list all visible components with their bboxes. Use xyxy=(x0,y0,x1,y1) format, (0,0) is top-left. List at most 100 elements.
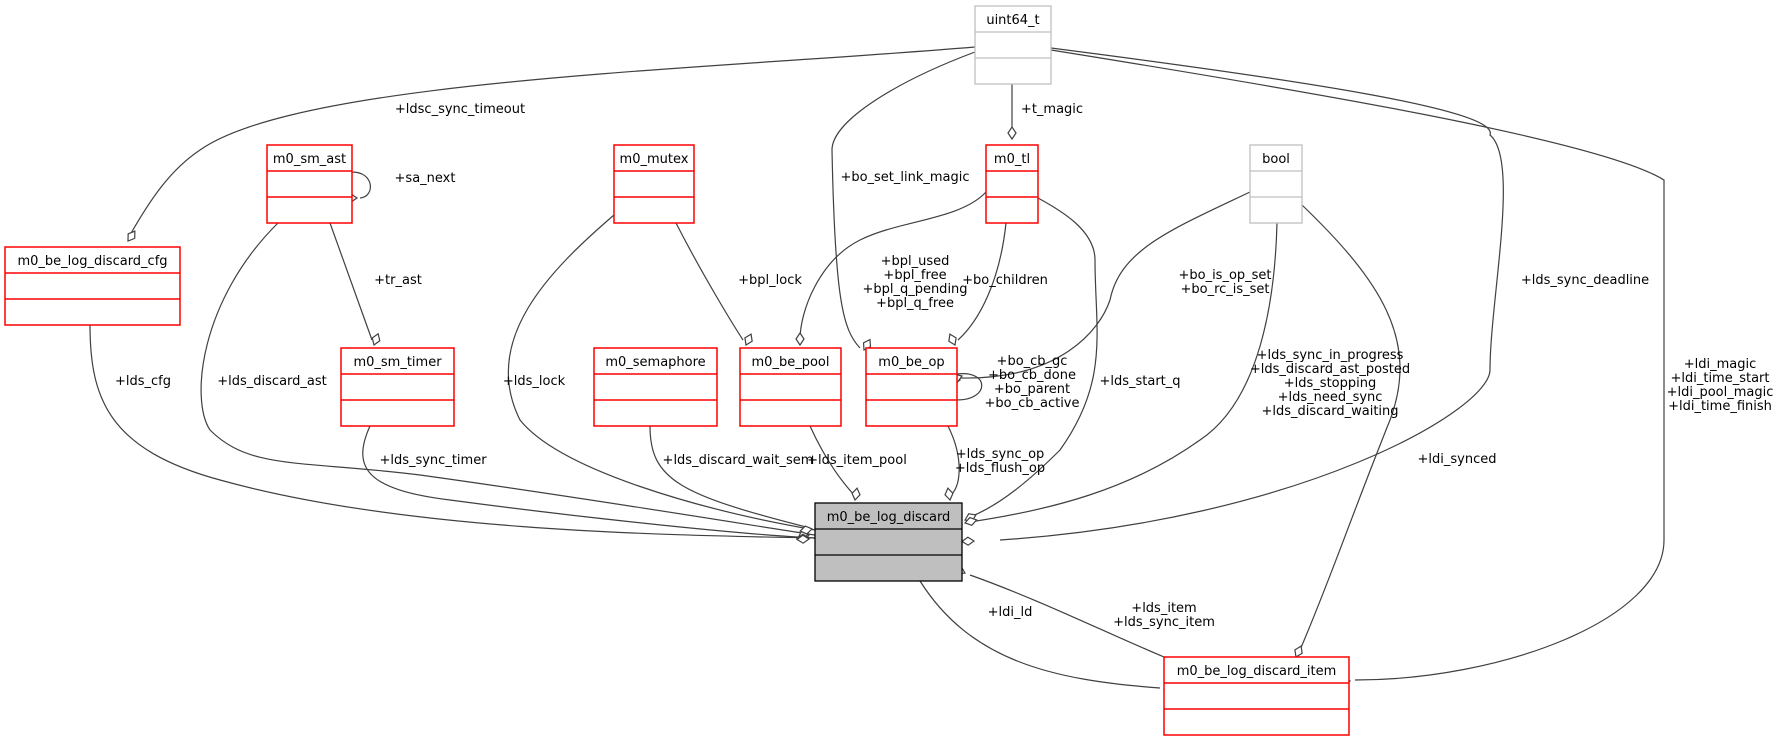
aggregation-diamond-icon xyxy=(744,333,753,346)
edge-label: +ldsc_sync_timeout xyxy=(395,102,525,117)
aggregation-diamond-icon xyxy=(799,525,814,535)
class-box[interactable] xyxy=(593,347,718,427)
class-name: m0_be_log_discard_item xyxy=(1177,664,1337,679)
class-box[interactable] xyxy=(814,502,963,582)
edge-line xyxy=(969,197,1098,518)
aggregation-diamond-icon xyxy=(1294,645,1303,658)
edge-label: +bpl_free xyxy=(883,268,946,283)
edge-line xyxy=(969,222,1278,523)
edge-label: +ldi_time_finish xyxy=(1668,399,1772,414)
class-name: m0_be_log_discard xyxy=(827,510,951,525)
class-node-m0_tl[interactable]: m0_tl xyxy=(985,144,1039,224)
edge-label: +bo_children xyxy=(962,273,1048,288)
class-name: m0_sm_timer xyxy=(353,355,442,370)
edge-label: +lds_discard_waiting xyxy=(1261,404,1398,419)
class-box[interactable] xyxy=(4,246,181,326)
aggregation-diamond-icon xyxy=(851,487,861,502)
class-node-m0_be_op[interactable]: m0_be_op xyxy=(865,347,958,427)
edge-label: +lds_lock xyxy=(503,374,566,389)
class-name: m0_sm_ast xyxy=(273,152,346,167)
edge-label: +lds_need_sync xyxy=(1278,390,1383,405)
class-node-m0_be_log_discard[interactable]: m0_be_log_discard xyxy=(814,502,963,582)
class-name: m0_tl xyxy=(994,152,1030,167)
class-name: m0_semaphore xyxy=(605,355,705,370)
class-box[interactable] xyxy=(985,144,1039,224)
edge-label: +lds_sync_op xyxy=(956,447,1045,462)
edge-label: +ldi_magic xyxy=(1684,357,1757,372)
edge-m0_semaphore-to-m0_be_log_discard xyxy=(649,425,814,535)
edge-m0_sm_timer-to-m0_be_log_discard xyxy=(362,425,816,544)
aggregation-diamond-icon xyxy=(795,534,811,544)
edge-line xyxy=(351,171,371,199)
aggregation-diamond-icon xyxy=(795,331,805,347)
aggregation-diamond-icon xyxy=(948,333,957,346)
aggregation-diamond-icon xyxy=(960,536,976,546)
labels-layer: +ldsc_sync_timeout +t_magic +bo_set_link_m… xyxy=(115,102,1773,630)
aggregation-diamond-icon xyxy=(944,487,954,502)
edge-label: +lds_discard_wait_sem xyxy=(663,453,814,468)
edge-bool-to-m0_be_log_discard xyxy=(963,222,1278,527)
edge-label: +lds_discard_ast_posted xyxy=(1250,362,1410,377)
class-box[interactable] xyxy=(340,347,455,427)
class-node-m0_semaphore[interactable]: m0_semaphore xyxy=(593,347,718,427)
class-name: bool xyxy=(1262,152,1290,167)
class-box[interactable] xyxy=(974,5,1052,85)
edge-bool-to-m0_be_log_discard_item xyxy=(1294,204,1401,658)
class-node-m0_mutex[interactable]: m0_mutex xyxy=(613,144,695,224)
edge-line xyxy=(969,574,1165,658)
class-node-uint64_t[interactable]: uint64_t xyxy=(974,5,1052,85)
edge-m0_tl-to-m0_be_pool xyxy=(795,191,987,347)
class-box[interactable] xyxy=(1163,656,1350,736)
edge-label: +lds_sync_item xyxy=(1113,615,1215,630)
class-name: uint64_t xyxy=(986,13,1039,28)
class-node-bool[interactable]: bool xyxy=(1249,144,1303,224)
edge-uint64_t-to-m0_be_log_discard_cfg xyxy=(127,46,976,242)
edge-m0_tl-to-m0_be_op xyxy=(948,222,1007,346)
edge-line xyxy=(200,222,816,536)
class-node-m0_be_pool[interactable]: m0_be_pool xyxy=(739,347,842,427)
edge-label: +bo_cb_done xyxy=(988,368,1076,383)
edge-m0_mutex-to-m0_be_pool xyxy=(675,222,753,346)
edge-label: +bo_set_link_magic xyxy=(840,170,969,185)
edge-label: +bo_cb_active xyxy=(984,396,1079,411)
edge-label: +lds_sync_deadline xyxy=(1521,273,1649,288)
edge-label: +lds_stopping xyxy=(1284,376,1376,391)
edge-line xyxy=(919,580,1161,689)
class-node-m0_sm_ast[interactable]: m0_sm_ast xyxy=(266,144,353,224)
class-node-m0_be_log_discard_cfg[interactable]: m0_be_log_discard_cfg xyxy=(4,246,181,326)
edge-line xyxy=(959,191,1251,379)
edge-label: +ldi_pool_magic xyxy=(1667,385,1774,400)
edge-label: +lds_sync_in_progress xyxy=(1257,348,1404,363)
edge-label: +lds_discard_ast xyxy=(217,374,326,389)
edge-label: +t_magic xyxy=(1021,102,1083,117)
edge-label: +bpl_q_pending xyxy=(862,282,967,297)
edge-label: +bo_parent xyxy=(994,382,1070,397)
edge-line xyxy=(956,373,983,401)
edge-line xyxy=(831,51,976,349)
class-node-m0_be_log_discard_item[interactable]: m0_be_log_discard_item xyxy=(1163,656,1350,736)
edge-label: +bo_rc_is_set xyxy=(1180,282,1269,297)
class-box[interactable] xyxy=(865,347,958,427)
class-name: m0_mutex xyxy=(620,152,689,167)
class-node-m0_sm_timer[interactable]: m0_sm_timer xyxy=(340,347,455,427)
aggregation-diamond-icon xyxy=(371,332,381,347)
edge-label: +lds_item_pool xyxy=(807,453,907,468)
class-box[interactable] xyxy=(739,347,842,427)
class-box[interactable] xyxy=(1249,144,1303,224)
edge-label: +lds_cfg xyxy=(115,374,171,389)
edge-m0_be_op-to-m0_be_log_discard xyxy=(944,425,960,502)
class-name: m0_be_pool xyxy=(752,355,830,370)
edge-label: +ldi_ld xyxy=(988,605,1033,620)
edge-label: +tr_ast xyxy=(374,273,422,288)
edge-line xyxy=(675,222,744,341)
edge-line xyxy=(329,222,373,341)
edge-label: +bpl_lock xyxy=(738,273,802,288)
edge-line xyxy=(799,191,987,341)
class-box[interactable] xyxy=(613,144,695,224)
edge-label: +bo_is_op_set xyxy=(1178,268,1271,283)
edge-line xyxy=(999,47,1504,541)
edge-label: +bpl_used xyxy=(881,254,950,269)
class-box[interactable] xyxy=(266,144,353,224)
